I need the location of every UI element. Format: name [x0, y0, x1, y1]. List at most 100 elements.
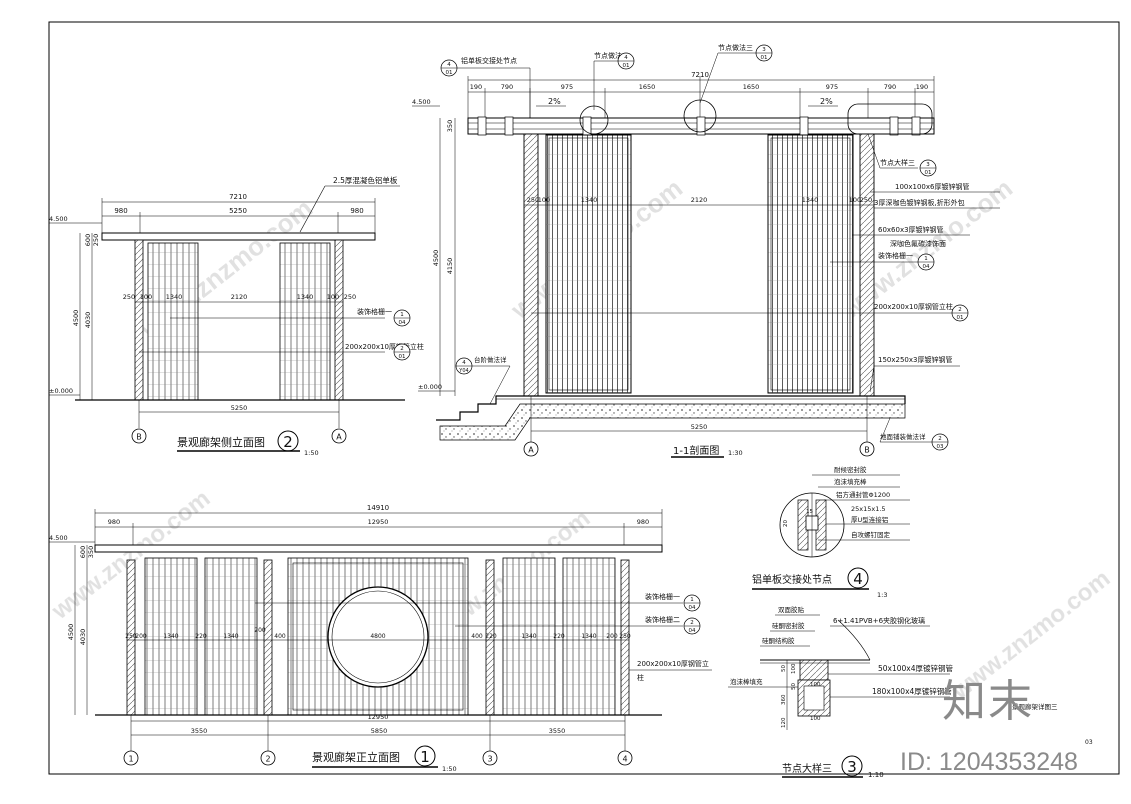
- scale-label: 1:10: [868, 771, 884, 779]
- annotation: 200x200x10厚钢管立柱: [874, 302, 953, 311]
- dim-label: 975: [826, 83, 838, 91]
- dim-label: 120: [781, 717, 787, 728]
- axis-label: A: [528, 446, 534, 455]
- note-num: 4: [624, 55, 628, 61]
- grille-panel: [147, 242, 199, 401]
- section-view: 4 01 铝单板交接处节点 节点做法二 4 01 节点做法三 3 01 7210…: [412, 43, 1000, 458]
- annotation: 深咖色氟碳漆饰面: [890, 239, 946, 248]
- dim-label: 250: [527, 196, 539, 204]
- roof-panel: [94, 544, 663, 553]
- dim-label: 12950: [368, 518, 389, 526]
- dim-label: 980: [350, 207, 363, 215]
- annotation: 硅酮结构胶: [762, 636, 795, 645]
- note-sheet: 01: [446, 70, 453, 76]
- dim-label: 190: [916, 83, 928, 91]
- grille-panel: [502, 557, 556, 716]
- drawing-title: 景观廊架侧立面图: [177, 435, 265, 449]
- callout-text: 装饰格栅一: [645, 592, 680, 601]
- callout-num: 4: [462, 360, 466, 366]
- dim-label: 4030: [79, 629, 87, 646]
- annotation: 3厚深咖色镀锌钢板,折形外包: [874, 198, 965, 207]
- dim-label: 250: [125, 633, 137, 640]
- material-label: 2.5厚混凝色铝单板: [333, 175, 398, 185]
- annotation: 180x100x4厚镀锌钢管: [872, 686, 952, 696]
- sheet-border: [48, 21, 1120, 775]
- annotation: 自攻螺钉固定: [851, 530, 891, 539]
- dim-label: 100: [140, 293, 152, 301]
- column: [134, 239, 144, 401]
- image-id: ID: 1204353248: [900, 748, 1078, 776]
- note-num: 3: [762, 47, 766, 53]
- dim-label: 5250: [229, 207, 247, 215]
- annotation: 装饰格栅一: [878, 251, 913, 260]
- level-mark: 4.500: [412, 98, 431, 106]
- callout-text: 柱: [637, 673, 644, 682]
- dim-label: 50: [781, 665, 787, 672]
- dim-label: 350: [87, 546, 95, 558]
- dim-label: 220: [553, 633, 565, 640]
- callout-sheet: 01: [399, 354, 406, 360]
- callout-text: 200x200x10厚钢管立: [637, 659, 709, 668]
- drawing-title: 景观廊架正立面图: [312, 750, 400, 764]
- side-elevation: 7210 980 5250 980 2.5厚混凝色铝单板 250 100 134…: [49, 175, 424, 457]
- callout-num: 3: [926, 162, 930, 168]
- annotation: 60x60x3厚镀锌钢管: [878, 225, 944, 234]
- dim-label: 250: [92, 234, 100, 246]
- dim-label: 15: [806, 509, 813, 515]
- dim-label: 2120: [691, 196, 708, 204]
- drawing-title: 1-1剖面图: [673, 444, 719, 457]
- annotation: 6+1.41PVB+6夹胶钢化玻璃: [833, 616, 925, 625]
- dim-label: 980: [108, 518, 120, 526]
- grille-panel: [144, 557, 198, 716]
- annotation: 节点大样三: [880, 158, 915, 167]
- dim-label: 5250: [231, 404, 248, 412]
- column-section: [523, 133, 539, 397]
- drawing-number: 4: [853, 570, 863, 588]
- annotation: 泡沫棒填充: [730, 677, 763, 686]
- note-num: 4: [447, 62, 451, 68]
- slope-label: 2%: [548, 97, 561, 106]
- annotation: 厚U型连接铝: [851, 515, 888, 524]
- level-mark: ±0.000: [418, 383, 442, 391]
- dim-label: 980: [637, 518, 649, 526]
- dim-label: 600: [84, 234, 92, 246]
- drawing-number: 2: [283, 433, 293, 451]
- callout-num: 2: [400, 346, 404, 352]
- callout-sheet: Y04: [458, 368, 468, 374]
- dim-label: 220: [195, 633, 207, 640]
- dim-label: 7210: [229, 193, 247, 201]
- dim-label: 200: [135, 633, 147, 640]
- annotation: 铝方通封管Φ1200: [836, 490, 890, 499]
- axis-label: A: [336, 433, 342, 442]
- dim-label: 100: [849, 196, 861, 204]
- dim-label: 250: [344, 293, 356, 301]
- grille-section: [545, 134, 632, 394]
- axis-label: B: [864, 446, 870, 455]
- foundation: [439, 403, 906, 441]
- annotation: 50x100x4厚镀锌钢管: [878, 663, 954, 673]
- axis-label: 3: [487, 755, 492, 764]
- axis-bubble: [131, 428, 147, 444]
- dim-label: 4030: [84, 312, 92, 329]
- callout-text: 台阶做法详: [474, 355, 507, 364]
- dim-label: 1340: [297, 293, 314, 301]
- dim-label: 100: [327, 293, 339, 301]
- axis-label: 4: [622, 755, 627, 764]
- grille-panel: [204, 557, 258, 716]
- dim-label: 7210: [691, 71, 709, 79]
- axis-label: B: [136, 433, 142, 442]
- dim-label: 790: [884, 83, 896, 91]
- dim-label: 1340: [521, 633, 536, 640]
- level-mark: ±0.000: [49, 387, 73, 395]
- dim-label: 100: [810, 716, 821, 722]
- callout-sheet: 01: [925, 170, 932, 176]
- dim-label: 1340: [581, 196, 598, 204]
- note-sheet: 01: [761, 55, 768, 61]
- dim-label: 2120: [231, 293, 248, 301]
- dim-label: 975: [561, 83, 573, 91]
- slope-label: 2%: [820, 97, 833, 106]
- callout-num: 1: [400, 312, 404, 318]
- note-text: 节点做法二: [594, 51, 629, 60]
- dim-label: 250: [619, 633, 631, 640]
